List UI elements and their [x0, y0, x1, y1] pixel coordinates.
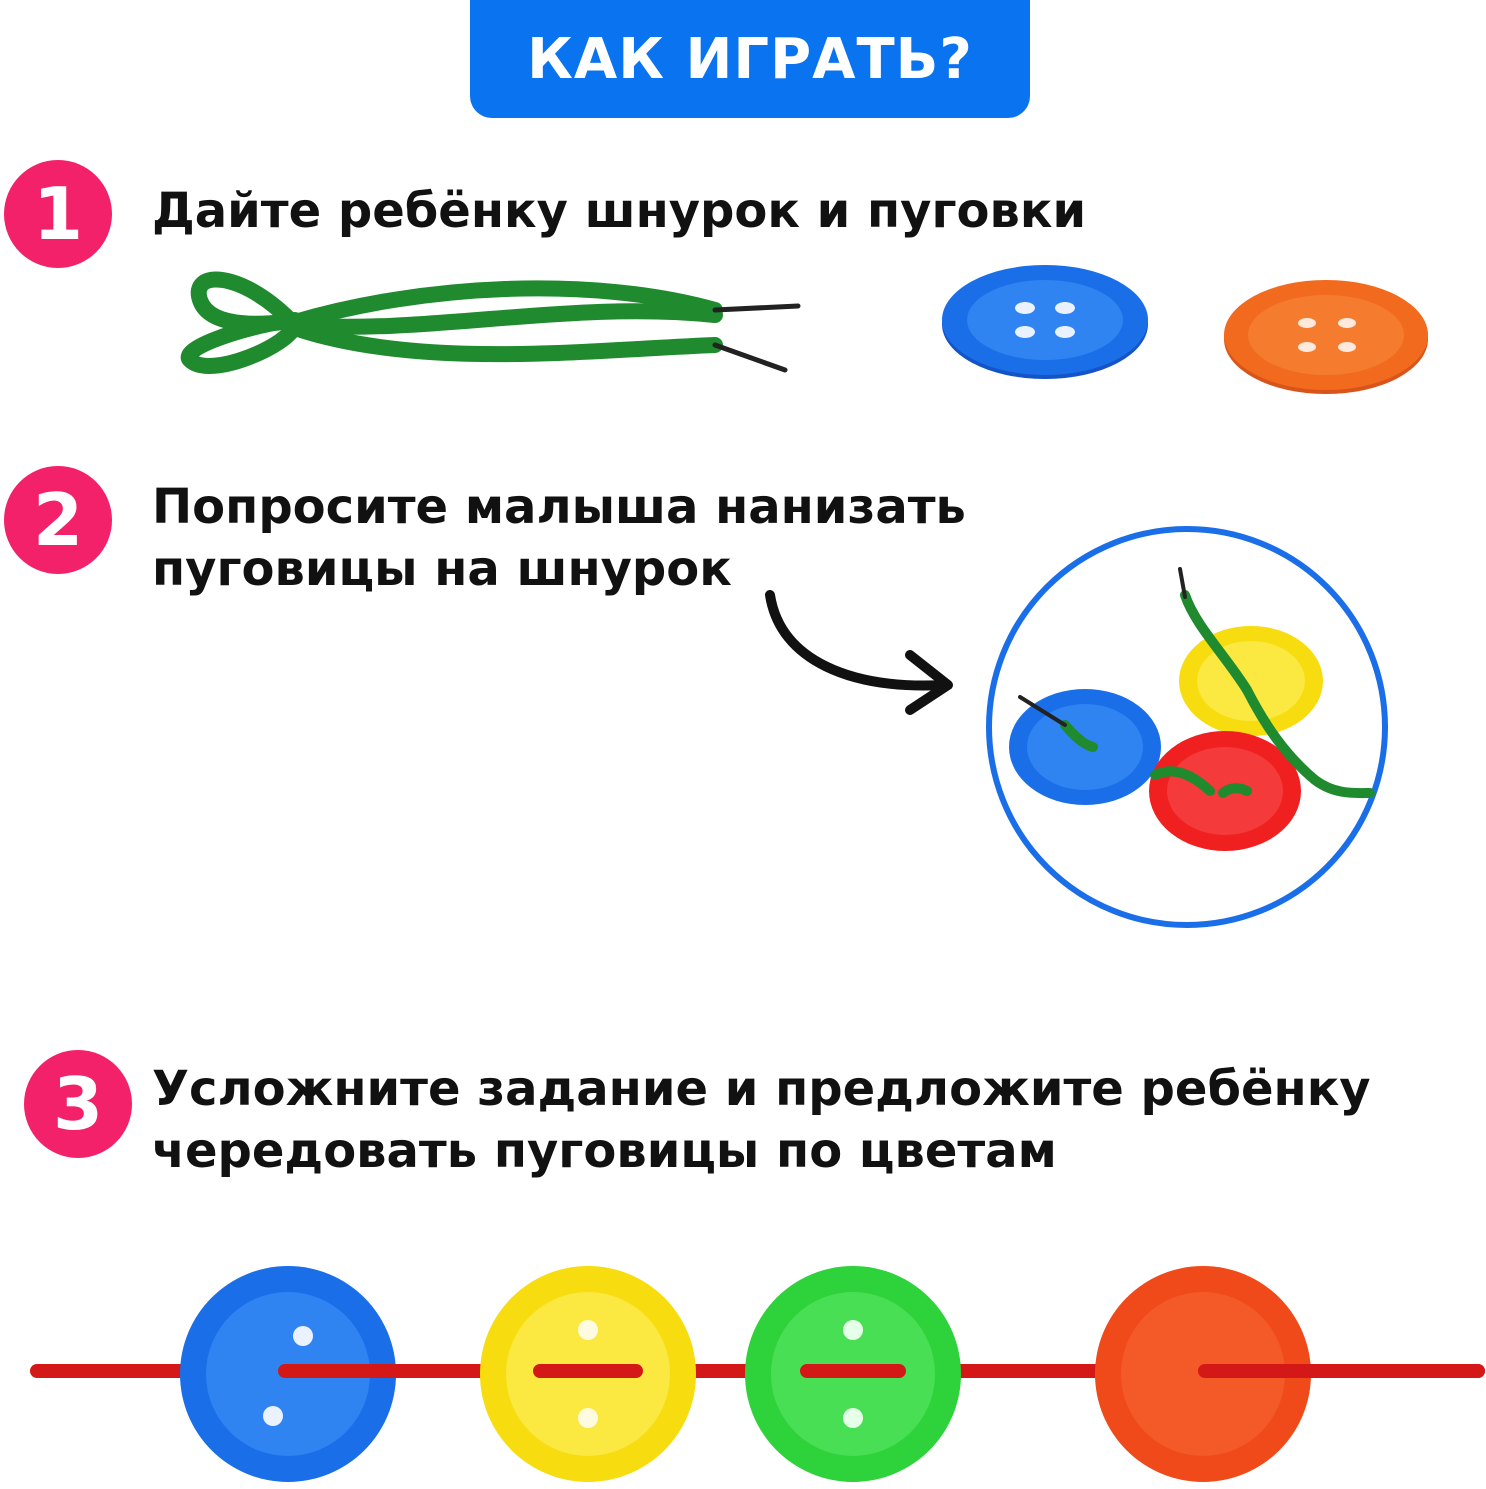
- step-2-text-line1: Попросите малыша нанизать: [152, 479, 966, 535]
- step-3-text-line1: Усложните задание и предложите ребёнку: [152, 1061, 1371, 1117]
- laced-buttons-closeup-image: [986, 526, 1388, 928]
- orange-button-image: [1224, 280, 1428, 394]
- page-title: КАК ИГРАТЬ?: [527, 26, 973, 92]
- step-3-badge: 3: [24, 1050, 132, 1158]
- title-banner: КАК ИГРАТЬ?: [470, 0, 1030, 118]
- step-3-text-line2: чередовать пуговицы по цветам: [152, 1123, 1057, 1179]
- step-1-badge: 1: [4, 160, 112, 268]
- step-1-text: Дайте ребёнку шнурок и пуговки: [152, 183, 1087, 239]
- step-2-badge: 2: [4, 466, 112, 574]
- step-2-text-line2: пуговицы на шнурок: [152, 541, 732, 597]
- alternating-buttons-image: [30, 1266, 1485, 1482]
- green-lace-image: [180, 271, 801, 374]
- blue-button-image: [942, 265, 1148, 379]
- curved-arrow-icon: [765, 590, 953, 715]
